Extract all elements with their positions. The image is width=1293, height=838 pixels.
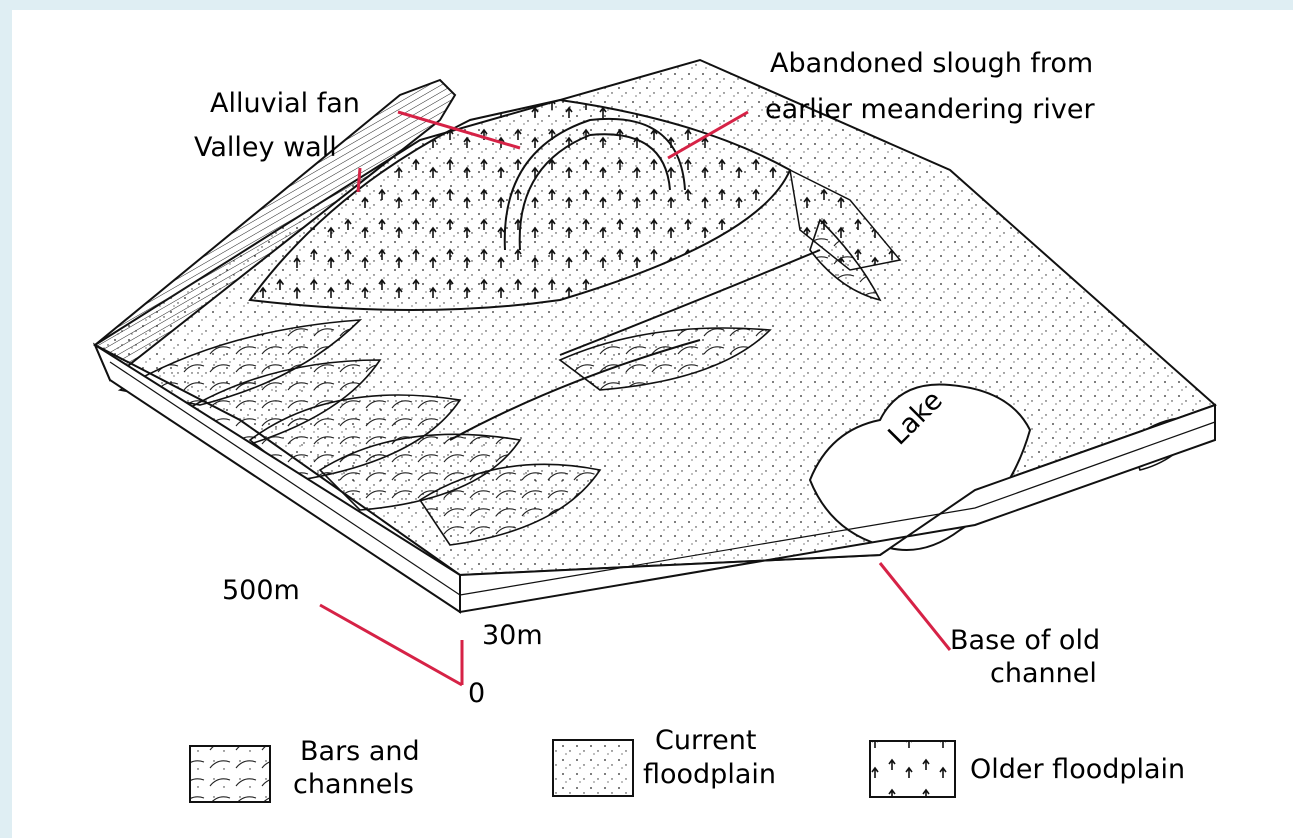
base-old-channel-leader — [880, 563, 950, 650]
scale-500m-leader — [320, 605, 462, 685]
valley-wall-label: Valley wall — [194, 132, 337, 164]
legend-current-label-1: Current — [655, 726, 756, 756]
legend-bars-label-2: channels — [293, 770, 414, 800]
legend-older-swatch — [870, 741, 955, 797]
abandoned-slough-label-1: Abandoned slough from — [770, 48, 1093, 80]
scale-500m-label: 500m — [222, 575, 300, 607]
scale-zero-label: 0 — [468, 678, 485, 710]
legend-older-label: Older floodplain — [970, 755, 1185, 785]
valley-wall-leader — [358, 168, 360, 192]
alluvial-fan-label: Alluvial fan — [210, 88, 360, 120]
legend-bars-swatch — [190, 746, 270, 802]
legend-current-swatch — [553, 740, 633, 796]
abandoned-slough-label-2: earlier meandering river — [765, 94, 1095, 126]
base-old-channel-label-2: channel — [990, 658, 1097, 690]
base-old-channel-label-1: Base of old — [950, 625, 1100, 657]
legend-current-label-2: floodplain — [643, 760, 776, 790]
scale-30m-label: 30m — [482, 620, 543, 652]
legend-bars-label-1: Bars and — [300, 737, 420, 767]
